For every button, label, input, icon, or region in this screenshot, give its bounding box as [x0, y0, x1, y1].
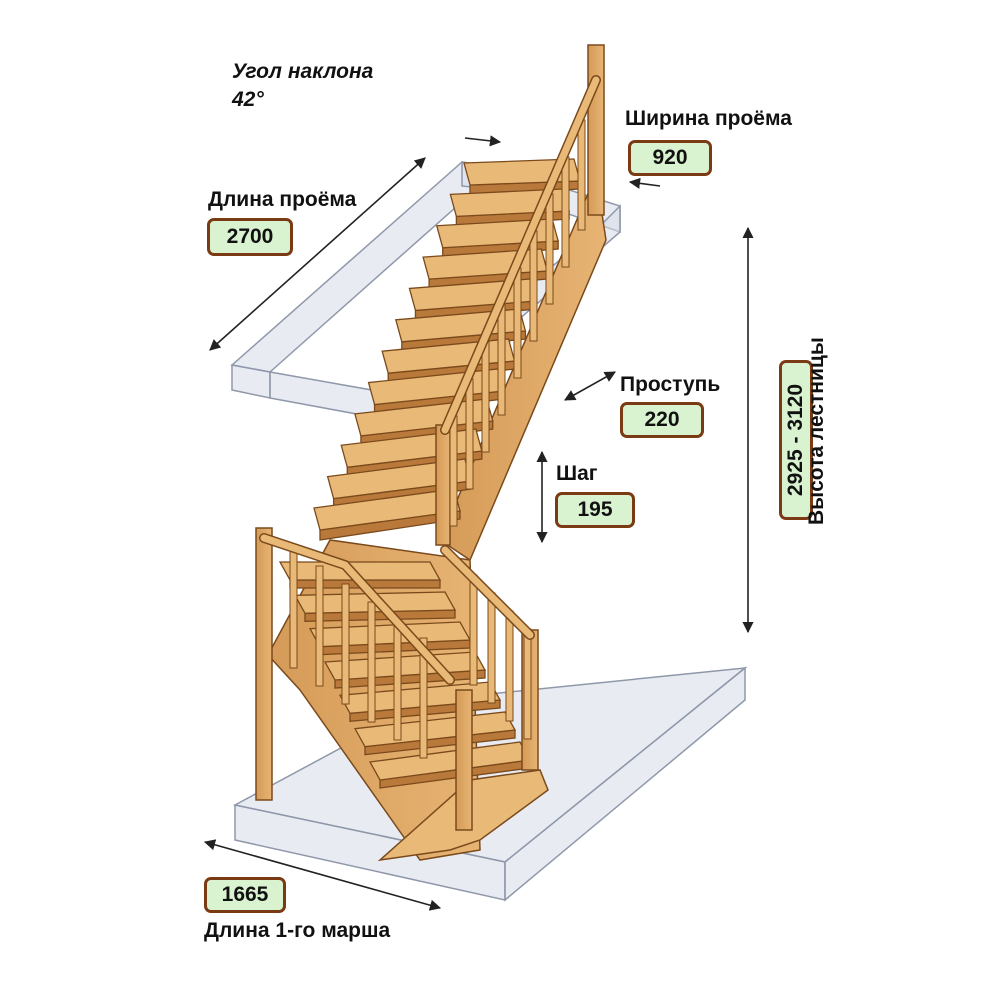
bottom-newel-post [455, 689, 473, 831]
angle-value: 42° [232, 88, 264, 111]
first-flight-caption: Длина 1-го марша [204, 919, 391, 942]
baluster [367, 601, 376, 723]
baluster [449, 415, 458, 527]
left-newel-post [255, 527, 273, 801]
angle-caption: Угол наклона [232, 60, 374, 83]
handrails [259, 75, 601, 685]
baluster [481, 341, 490, 453]
baluster [289, 547, 298, 669]
baluster [577, 119, 586, 231]
baluster [561, 156, 570, 268]
first-flight-dim [203, 839, 442, 911]
baluster [393, 619, 402, 741]
opening-width-dim-top [464, 135, 502, 147]
mid-newel-post [435, 424, 451, 546]
baluster [513, 267, 522, 379]
tread-caption: Проступь [620, 373, 721, 396]
baluster [505, 610, 514, 722]
baluster [341, 583, 350, 705]
opening-length-dim [209, 157, 426, 351]
baluster [545, 193, 554, 305]
baluster [529, 230, 538, 342]
baluster [419, 637, 428, 759]
dimension-lines [203, 135, 754, 911]
tread-badge: 220 [620, 402, 704, 438]
baluster [469, 574, 478, 686]
baluster [487, 592, 496, 704]
opening-width-badge: 920 [628, 140, 712, 176]
baluster [465, 378, 474, 490]
baluster [523, 628, 532, 740]
step-caption: Шаг [556, 462, 598, 485]
opening-width-dim-right [628, 177, 661, 189]
opening-length-badge: 2700 [207, 218, 293, 256]
balusters [289, 119, 586, 759]
baluster [315, 565, 324, 687]
baluster [497, 304, 506, 416]
tread-dim [564, 371, 616, 401]
height-caption: Высота лестницы [805, 337, 828, 525]
upper-tread [313, 488, 461, 531]
first-flight-badge: 1665 [204, 877, 286, 913]
top-newel-post [587, 44, 605, 216]
opening-width-caption: Ширина проёма [625, 107, 792, 130]
step-badge: 195 [555, 492, 635, 528]
lower-flight-treads [278, 561, 532, 789]
opening-length-caption: Длина проёма [208, 188, 357, 211]
